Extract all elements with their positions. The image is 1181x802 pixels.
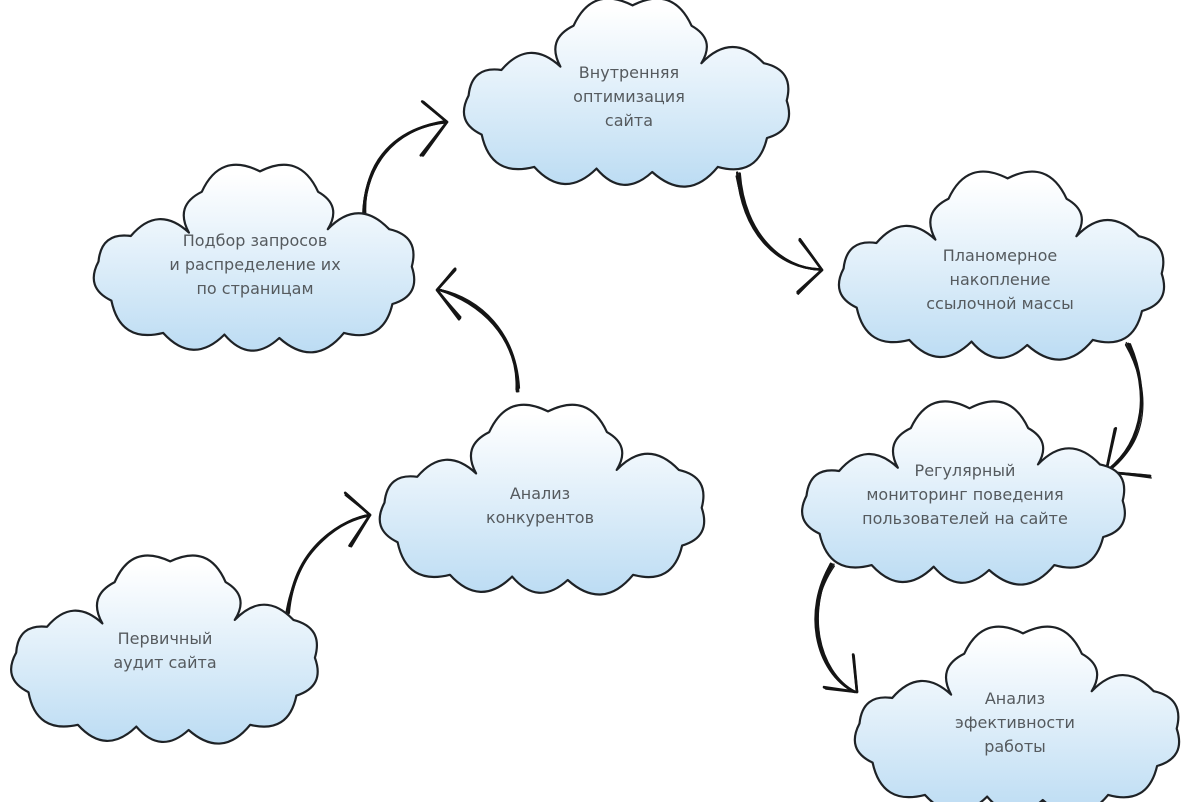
node-internal-optimization-label: Внутренняя оптимизация сайта	[573, 63, 685, 130]
arrow-primary-audit-to-competitor-analysis	[285, 491, 372, 618]
arrow-behavior-monitoring-to-efficiency-analysis	[814, 562, 859, 694]
cloud-competitor-analysis	[378, 403, 706, 596]
node-query-selection-label: Подбор запросов и распределение их по ст…	[169, 231, 341, 298]
cloud-efficiency-analysis	[853, 625, 1181, 802]
arrow-link-building-to-behavior-monitoring	[1104, 341, 1152, 479]
arrow-query-selection-to-internal-optimization	[362, 100, 449, 228]
cloud-query-selection	[92, 163, 416, 354]
cloud-primary-audit	[10, 554, 319, 745]
cloud-internal-optimization	[462, 0, 791, 188]
node-efficiency-analysis-label: Анализ эфективности работы	[955, 689, 1075, 756]
cloud-link-building	[837, 170, 1166, 361]
clouds-layer	[10, 0, 1181, 802]
arrows-layer	[285, 100, 1152, 694]
node-behavior-monitoring-label: Регулярный мониторинг поведения пользова…	[862, 461, 1068, 528]
arrow-internal-optimization-to-link-building	[735, 171, 824, 295]
node-primary-audit-label: Первичный аудит сайта	[113, 629, 217, 672]
node-competitor-analysis-label: Анализ конкурентов	[485, 484, 595, 527]
arrow-competitor-analysis-to-query-selection	[435, 267, 521, 393]
node-link-building-label: Планомерное накопление ссылочной массы	[926, 246, 1074, 313]
cloud-behavior-monitoring	[801, 400, 1126, 586]
